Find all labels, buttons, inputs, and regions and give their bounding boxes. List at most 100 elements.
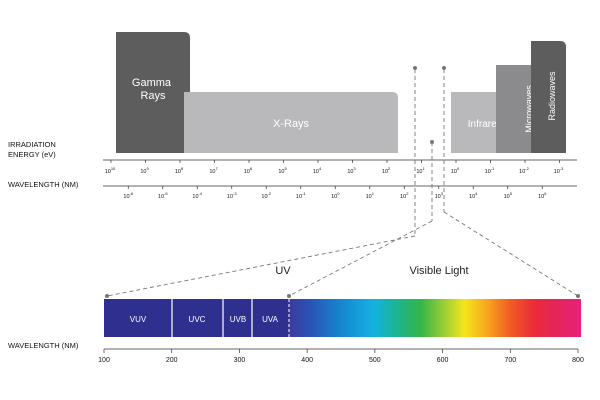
wavelength-tick-label: 10-3 — [227, 191, 237, 200]
wavelength-tick-label-exponent: 6 — [544, 191, 547, 196]
zoom-tick-label: 100 — [98, 357, 110, 364]
wavelength-tick-label-base: 10 — [158, 194, 164, 200]
energy-tick-label-exponent: -2 — [525, 166, 529, 171]
band-radiowaves: Radiowaves — [531, 41, 566, 153]
connector-uv-left-bottom-dot — [105, 294, 109, 298]
energy-wavelength-axis: IRRADIATION ENERGY (eV) 1010109108107106… — [8, 140, 577, 200]
wavelength-tick-label-base: 10 — [400, 194, 406, 200]
band-radiowaves-label: Radiowaves — [547, 71, 557, 121]
uv-segment-vuv: VUV — [130, 315, 147, 324]
energy-tick-label-exponent: 7 — [215, 166, 218, 171]
connector-lines — [105, 66, 580, 298]
connector-uva-visible-diagonal — [288, 220, 433, 297]
band-infrared-label: Infrared — [468, 119, 502, 130]
connector-uva-visible — [287, 140, 434, 298]
energy-tick-label: 106 — [244, 166, 253, 175]
wavelength-tick-label-base: 10 — [261, 194, 267, 200]
visible-light-section-label: Visible Light — [409, 265, 468, 277]
energy-tick-label: 1010 — [105, 166, 116, 175]
wavelength-tick-label-base: 10 — [435, 194, 441, 200]
wavelength-tick-label: 103 — [435, 191, 444, 200]
wavelength-tick-label: 10-1 — [296, 191, 306, 200]
wavelength-tick-label-base: 10 — [192, 194, 198, 200]
energy-tick-label: 107 — [209, 166, 218, 175]
wavelength-tick-label: 106 — [538, 191, 547, 200]
wavelength-tick-label: 10-6 — [123, 191, 133, 200]
wavelength-tick-label: 10-5 — [158, 191, 168, 200]
wavelength-tick-label-exponent: 3 — [441, 191, 444, 196]
wavelength-tick-label-base: 10 — [366, 194, 372, 200]
energy-tick-label-exponent: 5 — [284, 166, 287, 171]
visible-light-gradient-bar — [289, 299, 581, 337]
energy-tick-label-base: 10 — [140, 169, 146, 175]
wavelength-tick-label-base: 10 — [538, 194, 544, 200]
energy-tick-label-base: 10 — [175, 169, 181, 175]
energy-tick-label: 109 — [140, 166, 149, 175]
wavelength-tick-label-base: 10 — [504, 194, 510, 200]
uv-segment-uva: UVA — [262, 315, 279, 324]
band-microwaves-shape — [496, 65, 539, 153]
zoom-tick-label: 600 — [437, 357, 449, 364]
energy-tick-label-exponent: -1 — [491, 166, 495, 171]
wavelength-tick-label: 10-4 — [192, 191, 202, 200]
energy-tick-label: 10-1 — [485, 166, 495, 175]
connector-visible-right — [442, 66, 580, 298]
wavelength-tick-label-exponent: 0 — [337, 191, 340, 196]
wavelength-tick-label-exponent: 5 — [510, 191, 513, 196]
wavelength-tick-label: 102 — [400, 191, 409, 200]
uv-segment-uvb: UVB — [230, 315, 246, 324]
energy-tick-label-exponent: 6 — [250, 166, 253, 171]
wavelength-tick-label: 10-2 — [261, 191, 271, 200]
energy-tick-label-base: 10 — [416, 169, 422, 175]
wavelength-tick-label-exponent: -1 — [302, 191, 306, 196]
wavelength-tick-label-exponent: -2 — [268, 191, 272, 196]
energy-tick-label-base: 10 — [209, 169, 215, 175]
wavelength-tick-label-exponent: 2 — [406, 191, 409, 196]
connector-uva-visible-bottom-dot — [287, 294, 291, 298]
band-gamma-rays-line-2: Rays — [140, 90, 166, 102]
band-microwaves-label: Microwaves — [524, 85, 534, 133]
band-microwaves: Microwaves — [496, 65, 539, 153]
zoom-tick-label: 200 — [166, 357, 178, 364]
energy-tick-label-base: 10 — [313, 169, 319, 175]
energy-tick-label: 10-3 — [554, 166, 564, 175]
energy-tick-label-base: 10 — [105, 169, 111, 175]
energy-tick-label-exponent: 10 — [111, 166, 116, 171]
energy-tick-label-exponent: 2 — [388, 166, 391, 171]
wavelength-tick-label: 101 — [366, 191, 375, 200]
wavelength-tick-label-exponent: -6 — [130, 191, 134, 196]
band-gamma-rays-line-1: Gamma — [132, 77, 172, 89]
wavelength-tick-label-base: 10 — [227, 194, 233, 200]
wavelength-tick-label: 105 — [504, 191, 513, 200]
energy-tick-label-base: 10 — [244, 169, 250, 175]
wavelength-tick-label-base: 10 — [469, 194, 475, 200]
zoom-wavelength-title: WAVELENGTH (NM) — [8, 341, 79, 350]
band-gamma-rays-shape — [116, 32, 190, 153]
energy-axis-title-line-1: IRRADIATION — [8, 140, 56, 149]
energy-tick-label-exponent: 4 — [319, 166, 322, 171]
energy-tick-label-base: 10 — [347, 169, 353, 175]
energy-tick-label-base: 10 — [485, 169, 491, 175]
zoom-tick-label: 800 — [572, 357, 584, 364]
connector-uva-visible-top-dot — [430, 140, 434, 144]
band-gamma-rays-label: Gamma Rays — [132, 77, 174, 102]
connector-uv-left — [105, 66, 417, 298]
connector-uv-left-diagonal — [106, 235, 416, 297]
energy-tick-label: 102 — [382, 166, 391, 175]
wavelength-tick-label: 100 — [331, 191, 340, 200]
band-x-rays-label: X-Rays — [273, 118, 310, 130]
energy-tick-label: 100 — [451, 166, 460, 175]
wavelength-tick-label-base: 10 — [123, 194, 129, 200]
zoom-tick-label: 400 — [301, 357, 313, 364]
wavelength-tick-label: 104 — [469, 191, 478, 200]
energy-tick-label-exponent: -3 — [560, 166, 564, 171]
energy-tick-label-exponent: 8 — [181, 166, 184, 171]
connector-uv-left-top-dot — [413, 66, 417, 70]
band-x-rays-shape — [184, 92, 398, 153]
uv-section-label: UV — [275, 265, 291, 277]
zoom-tick-label: 300 — [234, 357, 246, 364]
zoom-tick-label: 700 — [504, 357, 516, 364]
